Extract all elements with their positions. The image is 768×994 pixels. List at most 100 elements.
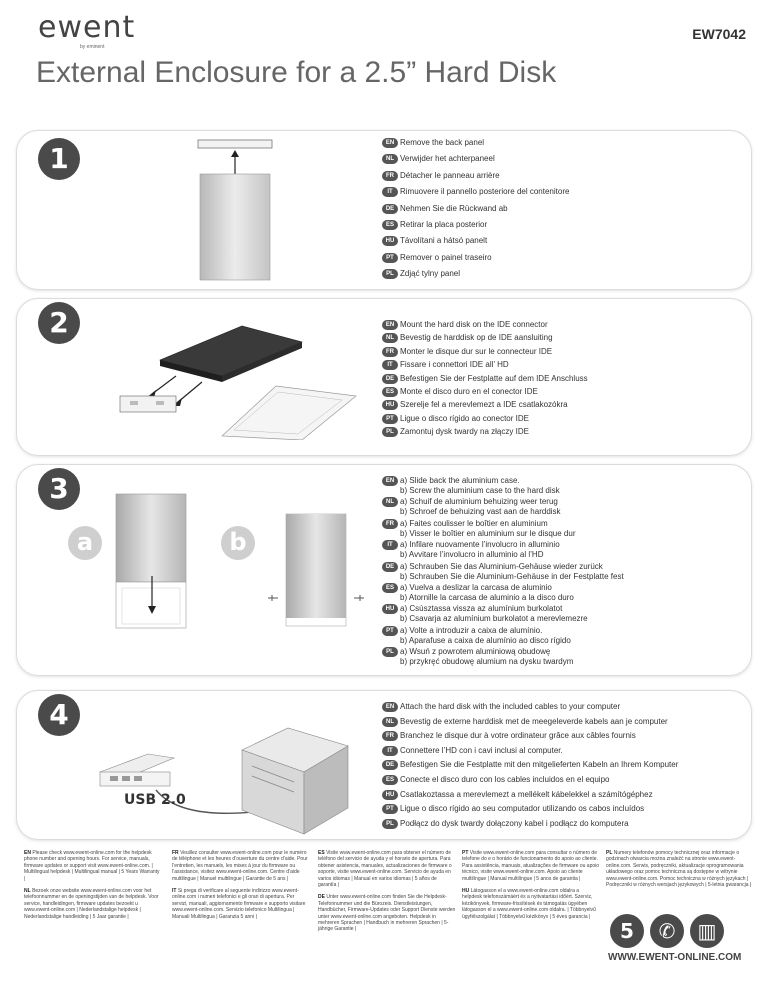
instruction-text: Retirar la placa posterior — [400, 219, 488, 229]
lang-code-badge: NL — [382, 497, 398, 508]
instruction-text: Bevestig de externe harddisk met de meeg… — [400, 716, 668, 726]
footer-note: PL Numery telefonów pomocy technicznej o… — [606, 850, 752, 888]
step-3-number: 3 — [38, 468, 80, 510]
slide-and-screw-illustration — [115, 493, 364, 629]
instruction-text: Connettere l’HD con i cavi inclusi al co… — [400, 745, 563, 755]
lang-code-badge: HU — [382, 236, 398, 247]
lang-code-badge: DE — [382, 760, 398, 771]
footer-lang-code: FR — [172, 850, 179, 856]
instruction-text: Verwijder het achterpaneel — [400, 154, 495, 164]
footer-text: Si prega di verificare al seguente indir… — [172, 888, 306, 920]
footer-note: EN Please check www.ewent-online.com for… — [24, 850, 162, 882]
lang-code-badge: PT — [382, 625, 398, 636]
instruction-text: Bevestig de harddisk op de IDE aansluiti… — [400, 333, 553, 343]
five-year-warranty-icon: 5 — [610, 914, 644, 948]
footer-lang-code: NL — [24, 888, 31, 895]
instruction-text: Conecte el disco duro con los cables inc… — [400, 774, 610, 784]
instruction-text: Ligue o disco rígido ao seu computador u… — [400, 804, 645, 814]
instruction-text: Szerelje fel a merevlemezt a IDE csatlak… — [400, 400, 568, 410]
instruction-text: Remove the back panel — [400, 138, 485, 147]
lang-code-badge: DE — [382, 373, 398, 384]
usb-label: USB 2.0 — [124, 792, 186, 808]
footer-note: IT Si prega di verificare al seguente in… — [172, 888, 310, 920]
sub-step-a-badge: a — [68, 526, 102, 560]
step-2-number: 2 — [38, 302, 80, 344]
instruction-text: Podłącz do dysk twardy dołączony kabel i… — [400, 818, 629, 828]
lang-code-badge: IT — [382, 745, 398, 756]
footer-col-5: PL Numery telefonów pomocy technicznej o… — [606, 850, 752, 888]
page-title: External Enclosure for a 2.5” Hard Disk — [36, 56, 557, 89]
footer-lang-code: PT — [462, 850, 469, 856]
footer-text: Visite www.ewent-online.com para obtener… — [318, 850, 452, 889]
lang-code-badge: ES — [382, 219, 398, 230]
lang-code-badge: PT — [382, 252, 398, 263]
instruction-text: Détacher le panneau arrière — [400, 170, 500, 180]
footer-note: ES Visite www.ewent-online.com para obte… — [318, 850, 456, 888]
footer-text: Veuillez consulter www.ewent-online.com … — [172, 850, 308, 882]
instruction-text: Befestigen Sie die Festplatte mit den mi… — [400, 760, 679, 770]
footer-lang-code: DE — [318, 894, 325, 901]
footer-col-4: PT Visite www.ewent-online.com para cons… — [462, 850, 600, 920]
footer-text: Visite www.ewent-online.com para consult… — [462, 850, 600, 882]
lang-code-badge: HU — [382, 789, 398, 800]
lang-code-badge: PT — [382, 804, 398, 815]
lang-code-badge: NL — [382, 716, 398, 727]
lang-code-badge: IT — [382, 360, 398, 371]
footer-text: Please check www.ewent-online.com for th… — [24, 850, 160, 882]
instruction-text-b: b) Schroef de behuizing vast aan de hard… — [400, 507, 561, 517]
lang-code-badge: ES — [382, 386, 398, 397]
lang-code-badge: PT — [382, 413, 398, 424]
instruction-text: Mount the hard disk on the IDE connector — [400, 320, 548, 329]
lang-code-badge: FR — [382, 731, 398, 742]
instruction-text: Monter le disque dur sur le connecteur I… — [400, 346, 553, 356]
instruction-text-b: b) Screw the aluminium case to the hard … — [400, 486, 560, 495]
instruction-text: a) Schrauben Sie das Aluminium-Gehäuse w… — [400, 561, 603, 571]
footer-lang-code: EN — [24, 850, 31, 856]
lang-code-badge: FR — [382, 346, 398, 357]
lang-code-badge: NL — [382, 154, 398, 165]
footer-col-2: FR Veuillez consulter www.ewent-online.c… — [172, 850, 310, 920]
connect-to-computer-illustration — [98, 727, 349, 835]
website-url[interactable]: WWW.EWENT-ONLINE.COM — [608, 952, 742, 963]
instruction-text: a) Vuelva a deslizar la carcasa de alumi… — [400, 582, 552, 592]
instruction-text: a) Faites coulisser le boîtier en alumin… — [400, 518, 548, 528]
lang-code-badge: EN — [382, 702, 398, 712]
instruction-text: Nehmen Sie die Rückwand ab — [400, 203, 508, 213]
footer-note: PT Visite www.ewent-online.com para cons… — [462, 850, 600, 882]
instruction-text: a) Slide back the aluminium case. — [400, 476, 520, 485]
footer-text: Unter www.ewent-online.com finden Sie di… — [318, 894, 456, 933]
lang-code-badge: FR — [382, 518, 398, 529]
lang-code-badge: DE — [382, 203, 398, 214]
footer-note: DE Unter www.ewent-online.com finden Sie… — [318, 894, 456, 932]
instruction-text: Monte el disco duro en el conector IDE — [400, 386, 538, 396]
instruction-text: Attach the hard disk with the included c… — [400, 702, 621, 711]
lang-code-badge: EN — [382, 476, 398, 486]
instruction-text: a) Wsuń z powrotem aluminiową obudowę — [400, 647, 551, 657]
mount-disk-illustration — [119, 325, 357, 440]
instruction-text: Rimuovere il pannello posteriore del con… — [400, 187, 570, 197]
instruction-text: a) Infilare nuovamente l’involucro in al… — [400, 540, 560, 550]
footer-col-1: EN Please check www.ewent-online.com for… — [24, 850, 162, 920]
lang-code-badge: HU — [382, 604, 398, 615]
footer-lang-code: ES — [318, 850, 325, 856]
model-number: EW7042 — [692, 26, 746, 42]
footer-text: Látogasson el a www.ewent-online.com old… — [462, 888, 596, 920]
remove-back-panel-illustration — [197, 139, 273, 281]
instruction-text: Csatlakoztassa a merevlemezt a mellékelt… — [400, 789, 653, 799]
instruction-text-b: b) Avvitare l’involucro in alluminio al … — [400, 550, 544, 560]
instruction-text: Fissare i connettori IDE all’ HD — [400, 360, 509, 370]
footer-text: Bezoek onze website www.ewent-online.com… — [24, 888, 159, 920]
lang-code-badge: FR — [382, 170, 398, 181]
lang-code-badge: NL — [382, 333, 398, 344]
lang-code-badge: DE — [382, 561, 398, 572]
lang-code-badge: PL — [382, 427, 398, 438]
instruction-text: Remover o painel traseiro — [400, 252, 492, 262]
instruction-text: Távolítani a hátsó panelt — [400, 236, 488, 246]
brand-subtitle: by eminent — [80, 44, 105, 50]
lang-code-badge: IT — [382, 540, 398, 551]
instruction-text-b: b) Atornille la carcasa de aluminio a la… — [400, 592, 574, 602]
instruction-text: Zdjąć tylny panel — [400, 269, 461, 279]
